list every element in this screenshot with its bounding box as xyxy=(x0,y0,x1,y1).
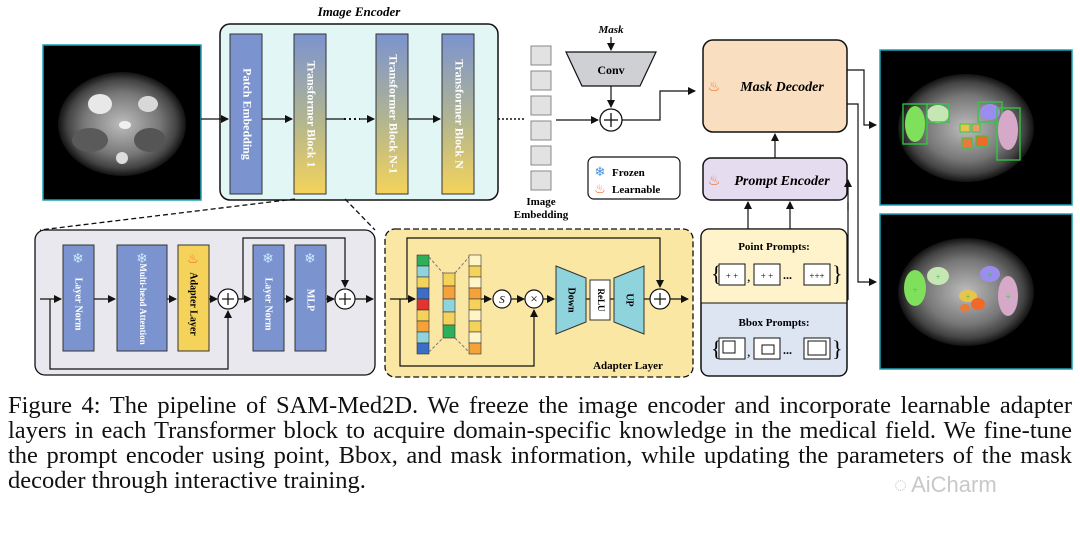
transformer-block-n-1: Transformer Block N-1 xyxy=(375,33,409,195)
svg-text:+ +: + + xyxy=(726,271,738,281)
snowflake-icon: ❄ xyxy=(72,252,84,267)
output-mask-image-points: + + + + + xyxy=(879,213,1073,370)
snowflake-icon: ❄ xyxy=(595,164,606,179)
adapter-layer-detail: Adapter Layer xyxy=(384,228,694,378)
image-embedding-stack: Image Embedding xyxy=(514,45,569,221)
transformer-block-n: Transformer Block N xyxy=(441,33,475,195)
svg-text:}: } xyxy=(832,336,843,361)
svg-text:Frozen: Frozen xyxy=(612,167,645,179)
prompt-encoder: ♨ Prompt Encoder xyxy=(702,157,848,201)
snowflake-icon: ❄ xyxy=(304,252,316,267)
svg-text:+++: +++ xyxy=(809,271,824,281)
svg-text:Layer Norm: Layer Norm xyxy=(73,278,84,332)
svg-text:Adapter Layer: Adapter Layer xyxy=(188,272,199,336)
svg-text:×: × xyxy=(530,291,537,306)
svg-text:,: , xyxy=(747,345,751,360)
point-prompts-label: Point Prompts: xyxy=(738,241,810,253)
svg-text:Transformer Block N: Transformer Block N xyxy=(452,59,466,169)
image-encoder: Image Encoder Patch Embedding Transforme… xyxy=(219,4,499,201)
encoder-title: Image Encoder xyxy=(317,4,402,19)
svg-text:+: + xyxy=(987,270,992,280)
mlp-block: ❄ MLP xyxy=(294,244,327,352)
svg-text:...: ... xyxy=(783,268,792,282)
bbox-prompts-label: Bbox Prompts: xyxy=(739,317,810,329)
input-mri-image xyxy=(42,44,202,201)
svg-text:+: + xyxy=(965,292,970,302)
layer-norm-1: ❄ Layer Norm xyxy=(62,244,95,352)
feature-column-1 xyxy=(416,254,430,355)
svg-text:+: + xyxy=(912,285,917,295)
svg-text:{: { xyxy=(711,336,722,361)
figure-caption: Figure 4: The pipeline of SAM-Med2D. We … xyxy=(8,392,1072,494)
svg-text:Patch Embedding: Patch Embedding xyxy=(240,68,254,160)
svg-text:+: + xyxy=(935,272,940,282)
prompts-panel: Point Prompts: { + + , + + ... +++ } Bbo… xyxy=(700,228,848,377)
patch-embedding-block: Patch Embedding xyxy=(229,33,263,195)
svg-text:Layer Norm: Layer Norm xyxy=(263,278,274,332)
svg-text:MLP: MLP xyxy=(305,289,316,311)
svg-text:Image: Image xyxy=(526,196,555,208)
svg-text:Learnable: Learnable xyxy=(612,184,660,196)
feature-column-2 xyxy=(468,254,482,355)
flame-icon: ♨ xyxy=(187,251,199,266)
layer-norm-2: ❄ Layer Norm xyxy=(252,244,285,352)
mask-label: Mask xyxy=(597,24,624,36)
svg-text:+ +: + + xyxy=(761,271,773,281)
transformer-block-1: Transformer Block 1 xyxy=(293,33,327,195)
mask-decoder: ♨ Mask Decoder xyxy=(702,39,848,133)
svg-text:Embedding: Embedding xyxy=(514,209,569,221)
adapter-layer-block: ♨ Adapter Layer xyxy=(177,244,210,352)
svg-text:ReLU: ReLU xyxy=(596,289,606,312)
mask-conv: Mask Conv xyxy=(565,24,657,132)
wechat-icon: ◌ xyxy=(894,472,908,497)
svg-text:Down: Down xyxy=(566,287,577,312)
relu-block: ReLU xyxy=(589,279,611,321)
up-projection: UP xyxy=(613,265,645,335)
conv-label: Conv xyxy=(597,63,624,77)
adapter-layer-title: Adapter Layer xyxy=(593,360,663,372)
svg-text:...: ... xyxy=(783,343,792,357)
flame-icon: ♨ xyxy=(594,181,606,196)
svg-text:Mask Decoder: Mask Decoder xyxy=(739,80,824,95)
svg-text:Multi-head Attention: Multi-head Attention xyxy=(138,263,148,344)
snowflake-icon: ❄ xyxy=(136,252,148,267)
svg-text:+: + xyxy=(1005,292,1010,302)
svg-text:Prompt Encoder: Prompt Encoder xyxy=(734,174,830,189)
svg-text:{: { xyxy=(711,261,722,286)
down-projection: Down xyxy=(555,265,587,335)
svg-text:Transformer Block 1: Transformer Block 1 xyxy=(304,61,318,168)
watermark: ◌ AiCharm xyxy=(894,472,997,498)
multihead-attention: ❄ Multi-head Attention xyxy=(116,244,168,352)
output-mask-image-bbox xyxy=(879,49,1073,206)
transformer-block-detail: ❄ Layer Norm ❄ Multi-head Attention ♨ Ad… xyxy=(34,229,376,376)
svg-text:}: } xyxy=(832,261,843,286)
snowflake-icon: ❄ xyxy=(262,252,274,267)
pipeline-diagram: Image Encoder Patch Embedding Transforme… xyxy=(34,4,1073,378)
feature-column-mid xyxy=(442,272,456,339)
flame-icon: ♨ xyxy=(708,80,721,95)
legend: ❄ Frozen ♨ Learnable xyxy=(587,156,681,200)
flame-icon: ♨ xyxy=(708,174,721,189)
svg-text:S: S xyxy=(499,294,505,306)
svg-text:Transformer Block N-1: Transformer Block N-1 xyxy=(386,54,400,174)
svg-text:UP: UP xyxy=(624,293,635,306)
watermark-text: AiCharm xyxy=(911,472,997,497)
svg-text:,: , xyxy=(747,270,751,285)
